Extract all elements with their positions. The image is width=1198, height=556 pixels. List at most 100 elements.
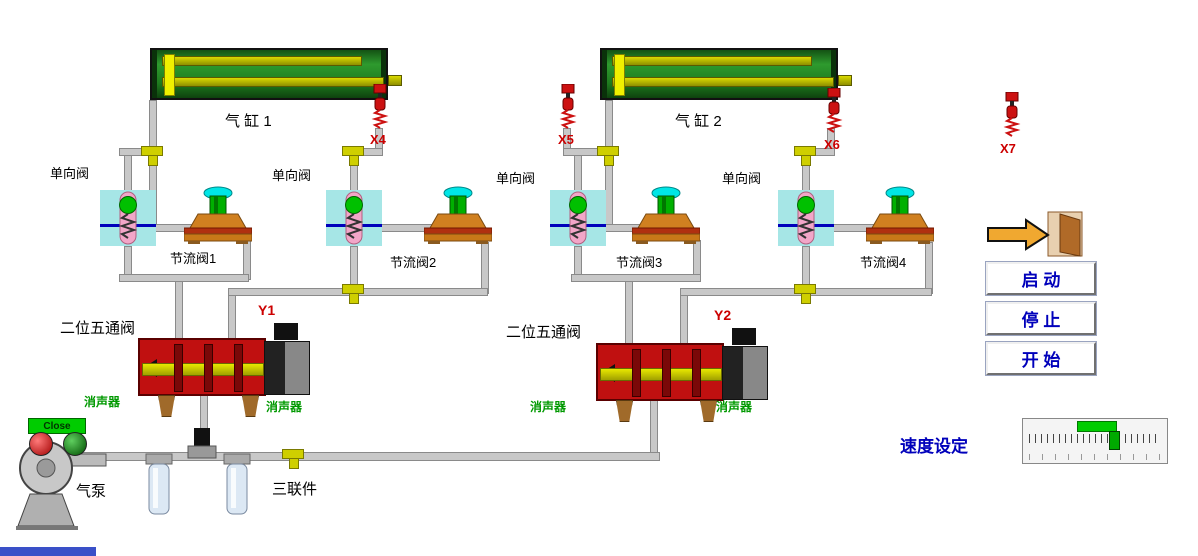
check-valve-4-label: 单向阀 bbox=[722, 171, 762, 186]
pipe bbox=[124, 150, 132, 194]
valve-port-divider bbox=[692, 349, 701, 397]
pump-label: 气泵 bbox=[76, 483, 107, 500]
pump-status-indicator: Close bbox=[28, 418, 86, 434]
pipe-tee-fitting bbox=[282, 449, 304, 469]
check-valve-2-label: 单向阀 bbox=[272, 168, 312, 183]
muffler bbox=[700, 400, 717, 422]
pipe bbox=[119, 274, 249, 282]
pipe bbox=[481, 242, 489, 294]
begin-button[interactable]: 开 始 bbox=[985, 341, 1097, 376]
cylinder-cap bbox=[602, 50, 607, 98]
directional-valve-2-label: 二位五通阀 bbox=[506, 324, 582, 341]
cylinder-1-rod-end bbox=[388, 75, 402, 86]
solenoid-coil bbox=[264, 341, 310, 395]
cylinder-cap bbox=[831, 50, 836, 98]
throttle-valve-3-label: 节流阀3 bbox=[616, 255, 663, 270]
valve-flow-path bbox=[142, 363, 264, 376]
valve-body bbox=[596, 343, 724, 401]
check-valve-4 bbox=[778, 190, 834, 251]
directional-valve-1-label: 二位五通阀 bbox=[60, 320, 136, 337]
pipe bbox=[574, 150, 582, 192]
check-valve-2 bbox=[326, 190, 382, 251]
pipe-tee-fitting bbox=[597, 146, 619, 166]
directional-valve-2 bbox=[596, 328, 768, 401]
pipe bbox=[925, 242, 933, 294]
pipe-tee-fitting bbox=[141, 146, 163, 166]
muffler bbox=[616, 400, 633, 422]
pipe-tee-fitting bbox=[794, 146, 816, 166]
pipe bbox=[571, 274, 701, 282]
cylinder-cap bbox=[381, 50, 386, 98]
pump-status-text: Close bbox=[43, 420, 71, 432]
solenoid-y1-label: Y1 bbox=[258, 302, 276, 318]
throttle-valve-1-label: 节流阀1 bbox=[170, 251, 217, 266]
throttle-valve-4 bbox=[865, 186, 935, 249]
cylinder-rod-upper bbox=[162, 56, 362, 66]
cylinder-1 bbox=[150, 48, 388, 100]
throttle-valve-4-label: 节流阀4 bbox=[860, 255, 907, 270]
throttle-valve-1 bbox=[183, 186, 253, 249]
sensor-x5-label: X5 bbox=[558, 132, 574, 147]
pipe-tee-fitting bbox=[794, 284, 816, 304]
valve-body bbox=[138, 338, 266, 396]
pipe bbox=[605, 100, 613, 232]
directional-valve-1 bbox=[138, 323, 310, 396]
cylinder-cap bbox=[152, 50, 157, 98]
check-valve-1-label: 单向阀 bbox=[50, 166, 90, 181]
exit-icon[interactable] bbox=[986, 210, 1090, 265]
frl-label: 三联件 bbox=[272, 481, 318, 498]
speed-slider-ruler bbox=[1029, 434, 1161, 443]
window-edge bbox=[0, 547, 96, 556]
sensor-x7-label: X7 bbox=[1000, 141, 1016, 156]
cylinder-2-rod-end bbox=[838, 75, 852, 86]
speed-slider-scale bbox=[1029, 454, 1161, 460]
pipe bbox=[650, 398, 658, 457]
pump-stop-button[interactable] bbox=[29, 432, 53, 456]
cylinder-rod-lower bbox=[612, 77, 834, 87]
check-valve-1 bbox=[100, 190, 156, 251]
valve-port-divider bbox=[662, 349, 671, 397]
solenoid-coil bbox=[722, 346, 768, 400]
solenoid-connector bbox=[732, 328, 756, 345]
cylinder-2-label: 气 缸 2 bbox=[675, 113, 722, 130]
cylinder-rod-lower bbox=[162, 77, 384, 87]
check-valve-3-label: 单向阀 bbox=[496, 171, 536, 186]
solenoid-y2-label: Y2 bbox=[714, 307, 732, 323]
speed-slider[interactable] bbox=[1022, 418, 1168, 464]
valve-flow-path bbox=[600, 368, 722, 381]
muffler bbox=[242, 395, 259, 417]
cylinder-rod-upper bbox=[612, 56, 812, 66]
muffler-label: 消声器 bbox=[716, 400, 753, 414]
air-pump bbox=[16, 440, 108, 535]
cylinder-piston bbox=[614, 54, 625, 96]
sensor-x4 bbox=[370, 83, 390, 135]
pipe bbox=[228, 288, 236, 342]
frl-unit bbox=[138, 428, 258, 529]
pipe-tee-fitting bbox=[342, 146, 364, 166]
cylinder-2 bbox=[600, 48, 838, 100]
valve-port-divider bbox=[174, 344, 183, 392]
start-button[interactable]: 启 动 bbox=[985, 261, 1097, 296]
throttle-valve-3 bbox=[631, 186, 701, 249]
speed-slider-thumb[interactable] bbox=[1109, 431, 1120, 450]
muffler-label: 消声器 bbox=[84, 395, 121, 409]
throttle-valve-2 bbox=[423, 186, 493, 249]
valve-port-divider bbox=[234, 344, 243, 392]
speed-setting-label: 速度设定 bbox=[900, 437, 968, 456]
sensor-x6 bbox=[824, 87, 844, 139]
muffler bbox=[158, 395, 175, 417]
solenoid-connector bbox=[274, 323, 298, 340]
muffler-label: 消声器 bbox=[266, 400, 303, 414]
sensor-x5 bbox=[558, 83, 578, 135]
valve-port-divider bbox=[632, 349, 641, 397]
pipe bbox=[680, 288, 688, 348]
muffler-label: 消声器 bbox=[530, 400, 567, 414]
stop-button[interactable]: 停 止 bbox=[985, 301, 1097, 336]
pipe-tee-fitting bbox=[342, 284, 364, 304]
sensor-x6-label: X6 bbox=[824, 137, 840, 152]
pipe bbox=[175, 274, 183, 342]
check-valve-3 bbox=[550, 190, 606, 251]
throttle-valve-2-label: 节流阀2 bbox=[390, 255, 437, 270]
speed-slider-indicator bbox=[1077, 421, 1117, 432]
pump-start-button[interactable] bbox=[63, 432, 87, 456]
